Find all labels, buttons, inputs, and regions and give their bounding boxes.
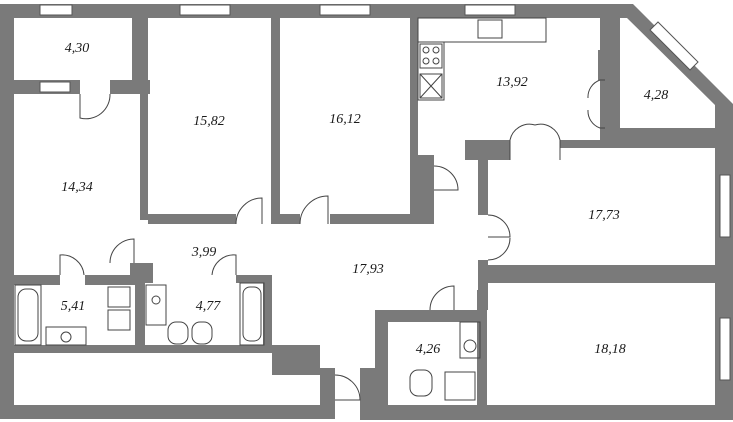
door-swing (487, 214, 511, 261)
doors (59, 79, 605, 401)
windows (39, 4, 731, 381)
room-area-bedroom-center: 16,12 (329, 112, 361, 127)
appliance-icon (419, 73, 443, 99)
bidet-icon (107, 286, 131, 308)
window (319, 4, 371, 16)
sink-icon (145, 284, 167, 326)
toilet-icon (167, 321, 189, 345)
counter (417, 41, 445, 101)
door-swing (433, 165, 459, 191)
toilet-icon (409, 369, 433, 397)
window (464, 4, 516, 16)
room-area-kitchen: 13,92 (496, 75, 528, 90)
door-swing (235, 197, 263, 225)
walls (0, 4, 733, 420)
sink-icon (477, 19, 503, 39)
room-area-bedroom-right-lower: 18,18 (594, 342, 626, 357)
bidet-icon (191, 321, 213, 345)
toilet-icon (107, 309, 131, 331)
room-area-hall: 17,93 (352, 262, 384, 277)
door-swing (334, 374, 361, 401)
door-swing (211, 254, 237, 276)
room-area-storage: 4,30 (65, 41, 90, 56)
room-area-balcony: 4,28 (644, 88, 669, 103)
window (649, 21, 699, 71)
shower-icon (444, 371, 476, 401)
room-area-bedroom-left: 14,34 (61, 180, 93, 195)
window (179, 4, 231, 16)
door-swing (59, 254, 85, 276)
bathtub-icon (239, 282, 265, 346)
door-swing (109, 238, 135, 264)
kitchen-fixtures (417, 17, 547, 101)
bathroom-fixtures (14, 282, 481, 401)
window (39, 81, 71, 93)
room-area-corridor: 3,99 (191, 245, 217, 260)
room-labels: 4,30 14,34 15,82 16,12 13,92 4,28 17,73 … (61, 41, 669, 357)
door-swing (79, 93, 111, 120)
door-swing (587, 79, 605, 129)
room-area-wc: 4,26 (416, 342, 441, 357)
door-swing (509, 123, 561, 160)
window (39, 4, 73, 16)
room-area-bedroom-center-left: 15,82 (193, 114, 225, 129)
room-area-bedroom-right-upper: 17,73 (588, 208, 620, 223)
door-swing (429, 285, 455, 311)
window (719, 317, 731, 381)
bathtub-icon (14, 284, 42, 346)
stove-icon (419, 43, 443, 69)
room-area-bathroom-left: 5,41 (61, 299, 86, 314)
sink-icon (459, 321, 481, 359)
counter (417, 17, 547, 43)
door-swing (299, 195, 329, 225)
window (719, 174, 731, 238)
sink-icon (45, 326, 87, 346)
room-area-bathroom-center: 4,77 (196, 299, 222, 314)
